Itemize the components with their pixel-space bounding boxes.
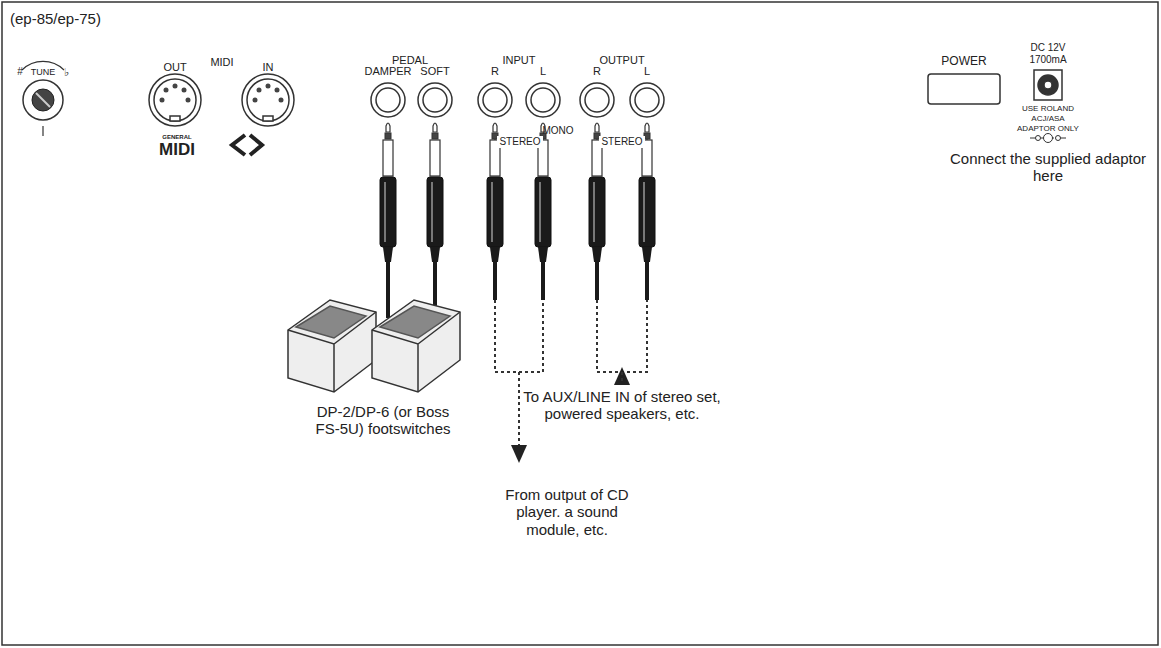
power-rating: 1700mA <box>1029 54 1066 66</box>
jack-socket <box>531 88 555 112</box>
plug-part <box>644 133 650 139</box>
logo-text: GENERAL <box>162 134 191 141</box>
group-label: PEDAL <box>392 54 428 67</box>
plug-part <box>639 177 655 247</box>
jack-socket <box>423 88 447 112</box>
plug-part <box>643 182 645 242</box>
callout-note: Connect the supplied adaptor here <box>943 150 1153 185</box>
knob-label: TUNE <box>31 67 56 77</box>
plug-part <box>384 182 386 242</box>
jack-label: L <box>644 65 650 78</box>
plug-part <box>493 262 497 300</box>
jack-socket <box>483 88 507 112</box>
jack-note: MONO <box>542 125 573 137</box>
callout-note: From output of CD player. a sound module… <box>492 486 642 538</box>
plug-part <box>493 123 497 132</box>
model-title: (ep-85/ep-75) <box>10 10 101 27</box>
tune-knob <box>22 61 64 136</box>
jack-socket <box>418 83 452 117</box>
jack-label: R <box>491 65 499 78</box>
callout-note: DP-2/DP-6 (or Boss FS-5U) footswitches <box>308 403 458 438</box>
jack-label: DAMPER <box>364 65 411 78</box>
plug-part <box>433 123 437 132</box>
jack-socket <box>376 88 400 112</box>
plug-part <box>642 247 652 262</box>
sharp-mark: # <box>17 66 23 78</box>
plug-part <box>645 262 649 300</box>
jack-label: R <box>593 65 601 78</box>
plug-part <box>385 133 391 139</box>
logo-text: MIDI <box>159 140 195 160</box>
group-label: MIDI <box>210 56 233 69</box>
adaptor-note: ACJ/ASA <box>1031 114 1064 123</box>
jack-socket <box>580 83 614 117</box>
group-label: OUTPUT <box>599 54 644 67</box>
bracket-label: STEREO <box>497 136 542 148</box>
plug-part <box>595 123 599 132</box>
switch-label: POWER <box>941 55 986 69</box>
group-label: INPUT <box>503 54 536 67</box>
plug-part <box>427 177 443 247</box>
callout-note: To AUX/LINE IN of stereo set, powered sp… <box>522 388 722 423</box>
jack-label: L <box>540 65 546 78</box>
plug-part <box>430 247 440 262</box>
plug-part <box>491 182 493 242</box>
plug-part <box>383 247 393 262</box>
gs-logo <box>232 135 262 155</box>
jack-socket <box>635 88 659 112</box>
flat-mark: ♭ <box>64 66 69 79</box>
plug-part <box>539 182 541 242</box>
plug-part <box>645 123 649 132</box>
plug-part <box>380 177 396 247</box>
plug-part <box>487 177 503 247</box>
plug-part <box>592 247 602 262</box>
footswitches <box>288 300 460 392</box>
adaptor-note: USE ROLAND <box>1022 104 1074 113</box>
signal-routes <box>495 300 647 455</box>
plug-part <box>595 262 599 300</box>
bracket-label: STEREO <box>599 136 644 148</box>
plug-part <box>541 262 545 300</box>
jack-sockets <box>371 83 664 117</box>
plug-part <box>431 182 433 242</box>
port-label: OUT <box>163 61 186 74</box>
midi-sockets <box>149 74 294 126</box>
plugs <box>380 123 655 318</box>
port-label: IN <box>263 61 274 74</box>
plug-part <box>432 133 438 139</box>
plug-part <box>386 123 390 132</box>
jack-socket <box>630 83 664 117</box>
jack-socket <box>526 83 560 117</box>
plug-part <box>490 247 500 262</box>
jack-socket <box>585 88 609 112</box>
plug-part <box>383 140 393 176</box>
plug-part <box>593 182 595 242</box>
plug-part <box>538 247 548 262</box>
plug-part <box>589 177 605 247</box>
adaptor-note: ADAPTOR ONLY <box>1017 124 1079 133</box>
power-rating: DC 12V <box>1030 42 1065 54</box>
jack-label: SOFT <box>420 65 449 78</box>
jack-socket <box>478 83 512 117</box>
plug-part <box>430 140 440 176</box>
jack-socket <box>371 83 405 117</box>
plug-part <box>386 262 390 318</box>
plug-part <box>535 177 551 247</box>
